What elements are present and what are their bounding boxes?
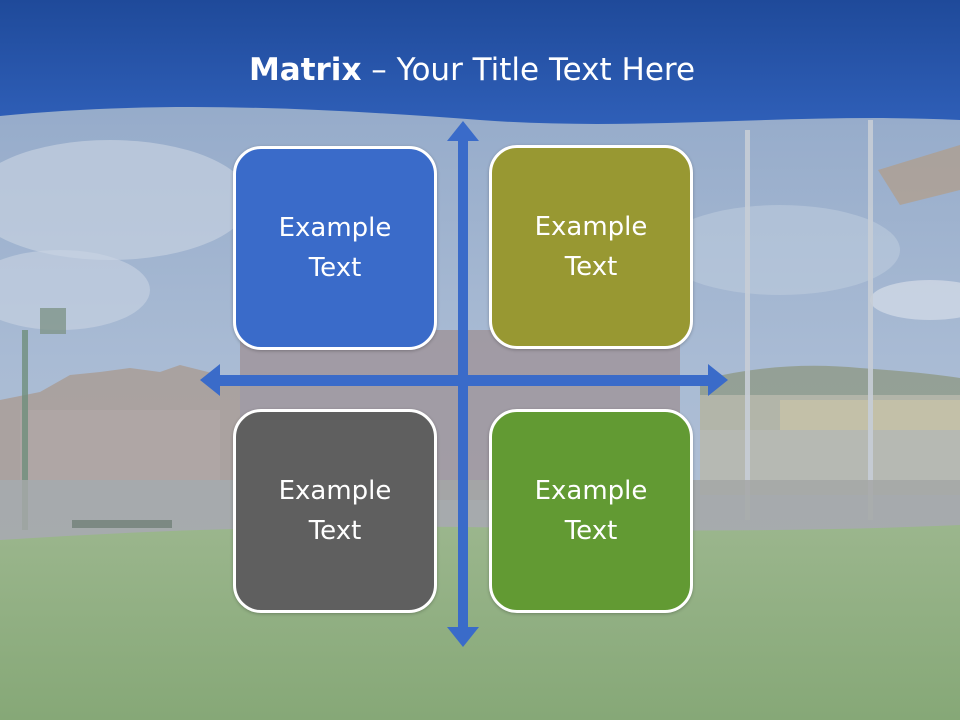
matrix-box-bottom-right: Example Text — [489, 409, 693, 613]
arrow-right-icon — [708, 364, 728, 396]
matrix-box-top-left: Example Text — [233, 146, 437, 350]
arrow-left-icon — [200, 364, 220, 396]
arrow-down-icon — [447, 627, 479, 647]
title-bold-part: Matrix — [248, 52, 362, 88]
title-rest-part: – Your Title Text Here — [361, 52, 696, 88]
matrix-box-label: Example Text — [534, 212, 648, 282]
matrix-box-bottom-left: Example Text — [233, 409, 437, 613]
slide-title: Matrix – Your Title Text Here — [0, 50, 944, 90]
horizontal-axis-line — [215, 375, 711, 386]
arrow-up-icon — [447, 121, 479, 141]
matrix-box-top-right: Example Text — [489, 145, 693, 349]
matrix-box-label: Example Text — [534, 476, 648, 546]
matrix-box-label: Example Text — [278, 213, 392, 283]
matrix-box-label: Example Text — [278, 476, 392, 546]
